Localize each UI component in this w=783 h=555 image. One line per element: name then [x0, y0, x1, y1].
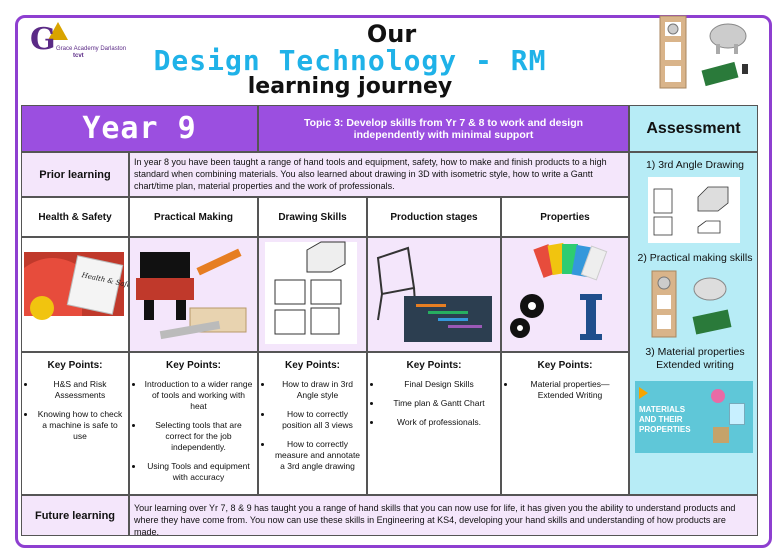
kp-title: Key Points:	[284, 360, 340, 371]
practical-tools-image	[136, 248, 247, 340]
kp-item: Time plan & Gantt Chart	[382, 398, 496, 409]
kp-item: How to correctly measure and annotate a …	[273, 439, 362, 472]
kp-item: How to draw in 3rd Angle style	[273, 379, 362, 401]
kp-item: Introduction to a wider range of tools a…	[144, 379, 253, 412]
drawing-key-points: Key Points: How to draw in 3rd Angle sty…	[258, 352, 367, 495]
production-image-cell	[367, 237, 501, 352]
prior-learning-label: Prior learning	[21, 152, 129, 197]
practical-key-points: Key Points: Introduction to a wider rang…	[129, 352, 258, 495]
logo-sub: tcvt	[73, 53, 84, 59]
title-line-1: Our	[366, 20, 417, 48]
kp-title: Key Points:	[406, 360, 462, 371]
third-angle-drawing-image	[648, 177, 740, 243]
materials-card: MATERIALS AND THEIR PROPERTIES	[635, 381, 753, 453]
practical-image-cell	[129, 237, 258, 352]
glass-icon	[729, 403, 745, 425]
future-learning-text: Your learning over Yr 7, 8 & 9 has taugh…	[129, 495, 758, 537]
logo-name: Grace Academy Darlaston	[56, 46, 127, 52]
kp-item: Work of professionals.	[382, 417, 496, 428]
page-frame	[15, 15, 772, 548]
kp-title: Key Points:	[47, 360, 103, 371]
title-line-2: Design Technology - RM	[153, 44, 547, 77]
title-line-3: learning journey	[247, 74, 453, 99]
material-sample-icon	[711, 389, 725, 403]
logo-triangle-icon	[48, 22, 68, 40]
play-icon	[639, 387, 648, 399]
practical-products-image	[651, 270, 732, 338]
kp-item: Final Design Skills	[382, 379, 496, 390]
col-header-health-safety: Health & Safety	[21, 197, 129, 237]
wood-block-icon	[713, 427, 729, 443]
year-banner: Year 9	[21, 105, 258, 152]
properties-image-cell	[501, 237, 629, 352]
future-learning-label: Future learning	[21, 495, 129, 536]
learning-grid: Year 9 Topic 3: Develop skills from Yr 7…	[21, 105, 758, 537]
health-safety-image-cell: Health & Safety	[21, 237, 140, 352]
kp-item: Selecting tools that are correct for the…	[144, 420, 253, 453]
assessment-item-3: 3) Material properties Extended writing	[645, 346, 745, 371]
assessment-item-2: 2) Practical making skills	[637, 252, 753, 264]
school-logo: G Grace Academy Darlaston tcvt	[30, 22, 126, 62]
properties-key-points: Key Points: Material properties— Extende…	[501, 352, 629, 495]
col-header-production: Production stages	[367, 197, 501, 237]
prior-learning-text: In year 8 you have been taught a range o…	[129, 152, 629, 197]
kp-item: Using Tools and equipment with accuracy	[144, 461, 253, 483]
kp-title: Key Points:	[537, 360, 593, 371]
production-key-points: Key Points: Final Design Skills Time pla…	[367, 352, 501, 495]
assessment-column: 1) 3rd Angle Drawing 2) Practical making…	[629, 152, 758, 495]
assessment-header: Assessment	[629, 105, 758, 152]
drawing-image-cell	[258, 237, 367, 352]
material-samples-image	[510, 242, 608, 340]
col-header-drawing: Drawing Skills	[258, 197, 367, 237]
kp-item: How to correctly position all 3 views	[273, 409, 362, 431]
col-header-properties: Properties	[501, 197, 629, 237]
topic-banner: Topic 3: Develop skills from Yr 7 & 8 to…	[258, 105, 629, 152]
assessment-item-1: 1) 3rd Angle Drawing	[645, 159, 745, 171]
kp-title: Key Points:	[165, 360, 221, 371]
kp-item: Material properties— Extended Writing	[516, 379, 624, 401]
health-safety-image: Health & Safety	[24, 252, 140, 320]
logo-letter: G	[30, 22, 56, 57]
health-safety-key-points: Key Points: H&S and Risk Assessments Kno…	[21, 352, 129, 495]
kp-item: Knowing how to check a machine is safe t…	[36, 409, 124, 442]
col-header-practical: Practical Making	[129, 197, 258, 237]
third-angle-views-image	[265, 241, 357, 344]
kp-item: H&S and Risk Assessments	[36, 379, 124, 401]
products-photo	[659, 15, 748, 89]
production-gantt-image	[376, 246, 492, 342]
materials-card-title: MATERIALS AND THEIR PROPERTIES	[639, 405, 691, 434]
